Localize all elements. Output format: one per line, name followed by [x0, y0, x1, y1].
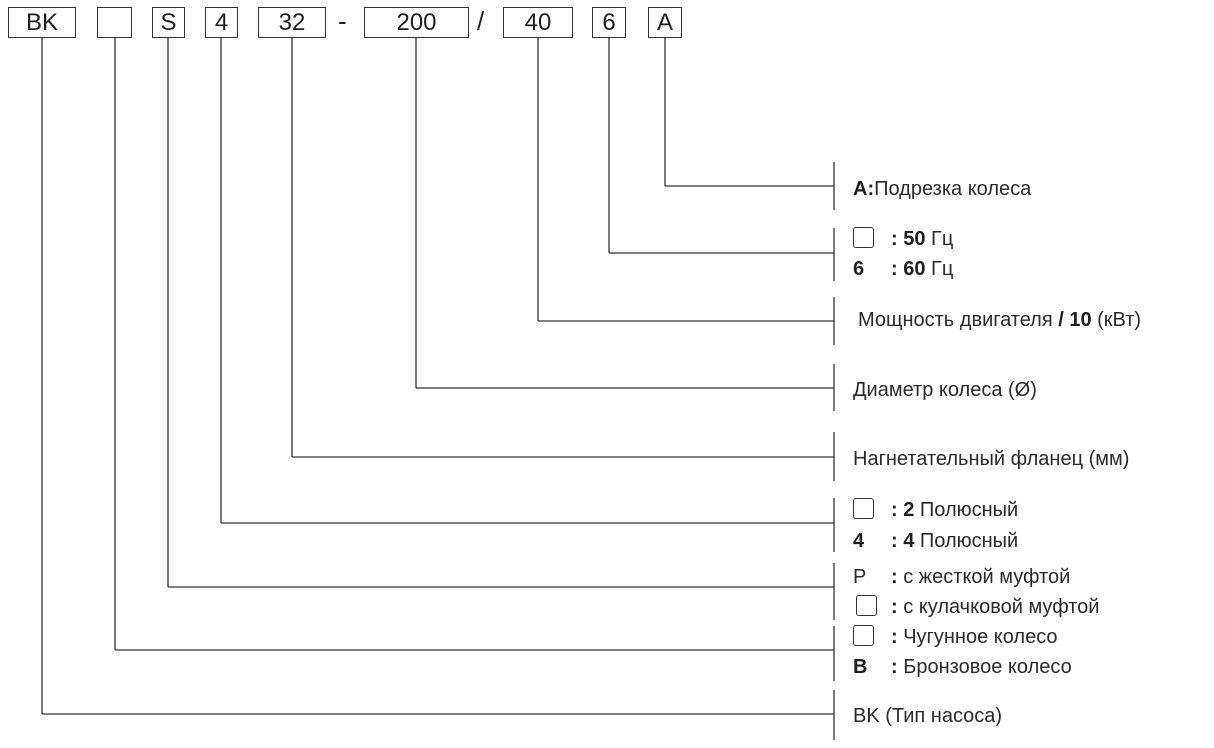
legend-coupling-text: с кулачковой муфтой [897, 596, 1100, 618]
legend-impeller-diameter: Диаметр колеса (Ø) [853, 379, 1037, 401]
code-box-flange: 32 [258, 7, 326, 38]
legend-trim-sep: : [867, 178, 875, 200]
code-box-frequency: 6 [592, 7, 626, 38]
code-box-trim: A [648, 7, 682, 38]
legend-poles-key [853, 498, 891, 522]
code-box-prefix: BK [8, 7, 76, 38]
legend-coupling-key: P [853, 566, 867, 588]
legend-material-sep: : [891, 656, 898, 678]
legend-poles-key: 4 [853, 530, 865, 552]
legend-motor-power-text: Мощность двигателя [858, 309, 1059, 331]
legend-coupling-claw: : с кулачковой муфтой [856, 595, 1099, 619]
legend-frequency-key [853, 227, 891, 251]
legend-poles-value: : 2 [891, 499, 915, 521]
legend-motor-power-unit: (кВт) [1091, 309, 1142, 331]
code-box-motor-power: 40 [503, 7, 573, 38]
legend-poles-value: : 4 [891, 530, 915, 552]
legend-material-key: B [853, 656, 868, 678]
legend-coupling-rigid: P: с жесткой муфтой [853, 565, 1070, 589]
code-slash: / [477, 6, 485, 36]
legend-flange: Нагнетательный фланец (мм) [853, 448, 1130, 470]
legend-frequency-unit: Гц [925, 258, 954, 280]
legend-pump-type: BK (Тип насоса) [853, 705, 1003, 727]
legend-motor-power-bold: / 10 [1058, 309, 1092, 331]
legend-poles-text: Полюсный [914, 499, 1019, 521]
legend-material-text: Бронзовое колесо [897, 656, 1072, 678]
legend-coupling-text: с жесткой муфтой [897, 566, 1071, 588]
legend-coupling-sep: : [891, 566, 898, 588]
legend-frequency-value: : 50 [891, 228, 926, 250]
legend-frequency-key: 6 [853, 258, 865, 280]
legend-material-key [853, 625, 891, 649]
legend-poles-text: Полюсный [914, 530, 1019, 552]
legend-material-bronze: B: Бронзовое колесо [853, 655, 1072, 679]
legend-frequency-60: 6 : 60 Гц [853, 257, 953, 281]
code-dash: - [338, 6, 347, 36]
legend-coupling-key [856, 595, 891, 619]
legend-frequency-value: : 60 [891, 258, 926, 280]
legend-poles-2: : 2 Полюсный [853, 498, 1018, 522]
legend-material-text: Чугунное колесо [897, 626, 1058, 648]
empty-box-icon [856, 595, 877, 616]
legend-trim: A:Подрезка колеса [853, 177, 1031, 201]
legend-material-sep: : [891, 626, 898, 648]
code-box-impeller-material [97, 7, 132, 38]
empty-box-icon [853, 625, 874, 646]
code-box-coupling: S [152, 7, 185, 38]
legend-frequency-50: : 50 Гц [853, 227, 953, 251]
legend-poles-4: 4 : 4 Полюсный [853, 529, 1018, 553]
empty-box-icon [853, 498, 874, 519]
legend-frequency-unit: Гц [925, 228, 954, 250]
code-box-poles: 4 [205, 7, 238, 38]
empty-box-icon [853, 227, 874, 248]
legend-material-cast-iron: : Чугунное колесо [853, 625, 1058, 649]
code-box-impeller-diameter: 200 [364, 7, 469, 38]
legend-trim-text: Подрезка колеса [874, 178, 1032, 200]
legend-trim-key: A [853, 178, 868, 200]
legend-coupling-sep: : [891, 596, 898, 618]
legend-motor-power: Мощность двигателя / 10 (кВт) [858, 308, 1141, 332]
